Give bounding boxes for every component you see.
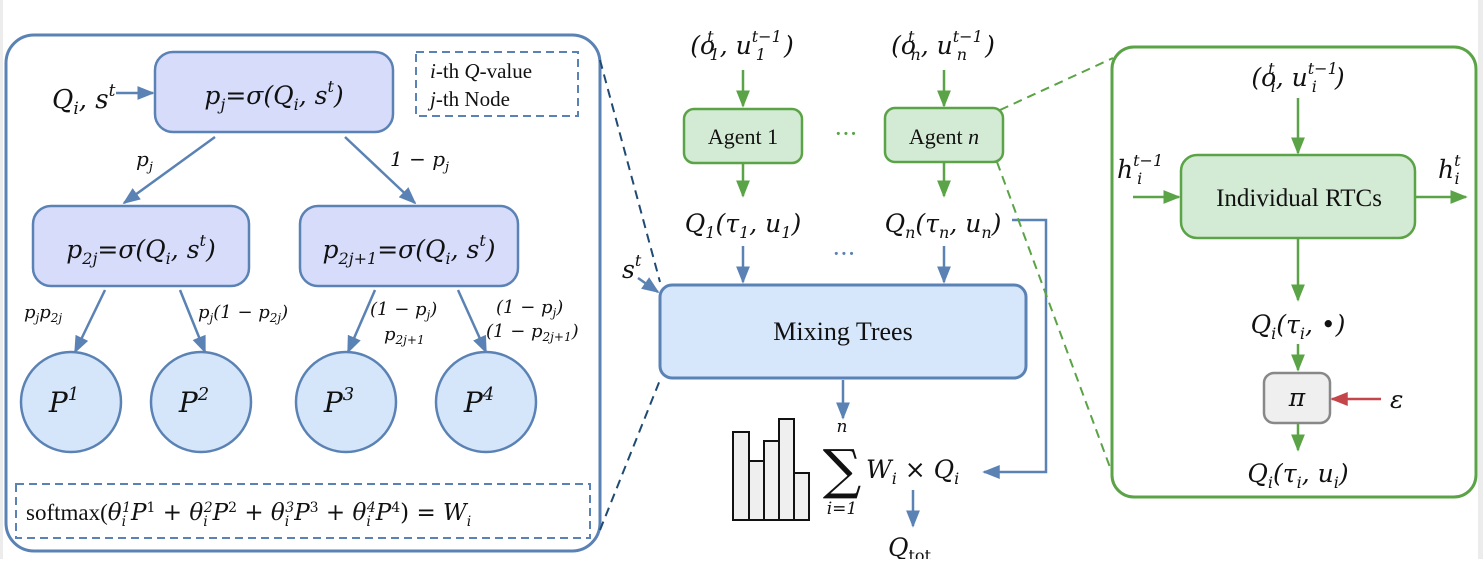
weights-bar-icon [732, 418, 810, 521]
legend-line-1: i-th Q-value [430, 59, 532, 83]
tree-left-node-label: p2j=σ(Qi, st) [66, 231, 215, 268]
edge-leaf-3-label-line1: (1 − pj) [370, 299, 437, 322]
epsilon-label: ε [1390, 385, 1403, 414]
sum-term: Wi × Qi [866, 455, 959, 488]
tree-root-node [153, 50, 395, 134]
legend-line-2: j-th Node [427, 87, 510, 111]
mixing-trees-label: Mixing Trees [773, 317, 912, 346]
edge-leaf-4 [456, 289, 488, 354]
edge-leaf-1-label: pjp2j [24, 302, 62, 325]
weight-bar-4 [778, 418, 795, 521]
zoom-connector-bottom [599, 379, 661, 531]
weight-bar-1 [732, 431, 750, 521]
legend-box [415, 51, 579, 117]
q-all-actions: Qi(τi, •) [1251, 310, 1346, 343]
tree-root-node-label: pj=σ(Qi, st) [204, 77, 343, 114]
leaf-nodes: P1 P2 P3 P4 [19, 350, 538, 454]
agent-n-label: Agent n [909, 124, 979, 149]
leaf-node-2 [149, 350, 253, 454]
tree-panel-frame [4, 33, 602, 553]
tree-input-label: Qi, st [52, 81, 116, 119]
sum-lower-limit: i=1 [827, 499, 858, 519]
q-tot-label: Qtot [888, 533, 932, 559]
leaf-node-1 [19, 350, 123, 454]
leaf-node-4 [434, 350, 538, 454]
agent-zoom-connector-bottom [996, 161, 1112, 471]
edge-root-left [122, 135, 216, 205]
tree-left-node [31, 204, 251, 288]
softmax-formula: softmax(θi1P1 + θi2P2 + θi3P3 + θi4P4) =… [26, 500, 471, 530]
leaf-node-3 [294, 350, 398, 454]
edge-root-right-label: 1 − pj [390, 147, 449, 175]
weight-bar-5 [793, 472, 810, 521]
tree-right-node [298, 204, 520, 288]
agent-1-output: Q1(τ1, u1) [685, 209, 801, 242]
agent-n-output: Qn(τn, un) [885, 209, 1002, 242]
weight-bar-2 [748, 460, 765, 521]
state-arrow [637, 276, 660, 294]
left-edge-strip [0, 0, 3, 559]
q-selected-action: Qi(τi, ui) [1247, 459, 1348, 492]
edge-leaf-3 [346, 289, 377, 354]
edge-leaf-2-label: pj(1 − p2j) [198, 302, 288, 325]
agent-detail-frame [1110, 45, 1478, 499]
sum-upper-limit: n [837, 417, 848, 437]
mixing-tree-panel: Qi, st pj=σ(Qi, st) i-th Q-value j-th No… [4, 33, 602, 553]
edge-leaf-1 [73, 289, 107, 354]
edge-leaf-4-label-line1: (1 − pj) [496, 297, 563, 320]
edge-root-left-label: pj [136, 147, 153, 175]
agent-zoom-connector-top [999, 57, 1114, 111]
individual-rtcs-label: Individual RTCs [1216, 185, 1382, 212]
q-ellipsis: ··· [833, 240, 856, 268]
edge-root-right [344, 136, 417, 205]
agents-ellipsis: ··· [835, 120, 858, 148]
edge-leaf-4-label-line2: (1 − p2j+1) [486, 321, 579, 344]
right-edge-strip [1478, 0, 1483, 559]
agent-1-label: Agent 1 [708, 124, 778, 149]
policy-label: π [1288, 383, 1306, 412]
leaf-node-2-label: P2 [178, 384, 209, 419]
edge-leaf-3-label-line2: p2j+1 [384, 324, 425, 347]
mixing-trees-box [658, 283, 1028, 380]
q-bypass-connector [982, 218, 1048, 479]
leaf-node-4-label: P4 [463, 384, 494, 419]
edge-leaf-2 [178, 289, 207, 354]
sum-sigma: ∑ [823, 438, 862, 501]
weight-bar-3 [763, 440, 780, 521]
zoom-connector-top [599, 59, 661, 283]
softmax-formula-box [15, 483, 591, 539]
